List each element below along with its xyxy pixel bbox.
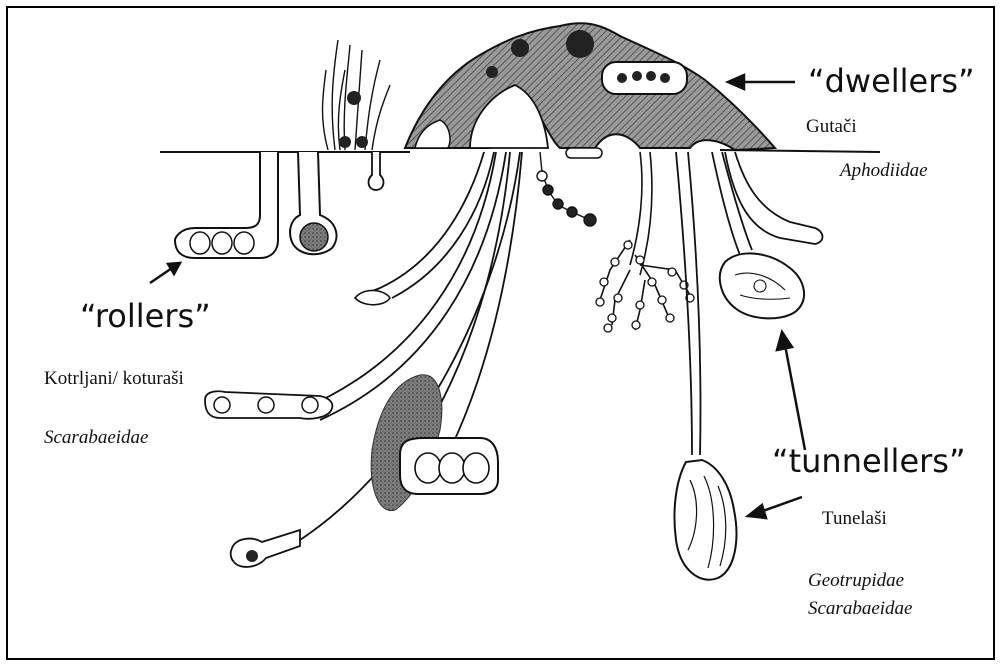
ball-chain — [537, 152, 596, 226]
arrow-rollers — [150, 263, 180, 283]
deep-burrow-end — [231, 530, 300, 567]
brood-ball — [646, 71, 656, 81]
ground-surface-line — [160, 150, 880, 152]
beetle-ball — [566, 30, 594, 58]
beetle-ball — [511, 39, 529, 57]
rollers-family: Scarabaeidae — [44, 427, 148, 448]
tunnellers-family-1: Geotrupidae — [808, 570, 904, 591]
dwellers-local-name: Gutači — [806, 116, 857, 137]
dwellers-label: “dwellers” — [808, 62, 975, 100]
small-burrow — [369, 152, 384, 190]
cluster-mass — [720, 253, 804, 318]
arrow-tunnellers-left — [748, 497, 802, 518]
brood-ball — [632, 71, 642, 81]
rollers-local-name: Kotrljani/ koturaši — [44, 368, 184, 389]
tunneller-eggs — [415, 453, 489, 483]
brood-ball — [660, 73, 670, 83]
side-burrow-right — [725, 152, 823, 244]
beetle-ball — [339, 136, 351, 148]
tunnellers-local-name: Tunelaši — [822, 508, 887, 529]
burrow-end — [355, 290, 390, 304]
branched-burrow — [600, 152, 690, 330]
roller-brood-ball — [300, 223, 328, 251]
arrow-tunnellers-up — [777, 332, 805, 450]
deep-tunnel — [676, 152, 701, 455]
beetle-ball — [486, 66, 498, 78]
beetle-ball — [347, 91, 361, 105]
small-chamber — [566, 148, 602, 158]
rollers-label: “rollers” — [80, 297, 211, 335]
beetle-ball — [356, 136, 368, 148]
tunnellers-family-2: Scarabaeidae — [808, 598, 912, 619]
dwellers-family: Aphodiidae — [838, 160, 928, 181]
brood-ball — [617, 73, 627, 83]
beetle-ball — [246, 550, 258, 562]
tunnellers-label: “tunnellers” — [772, 442, 966, 480]
dweller-chamber — [602, 62, 687, 94]
roller-eggs-1 — [190, 232, 254, 254]
arrow-dwellers — [728, 75, 795, 89]
